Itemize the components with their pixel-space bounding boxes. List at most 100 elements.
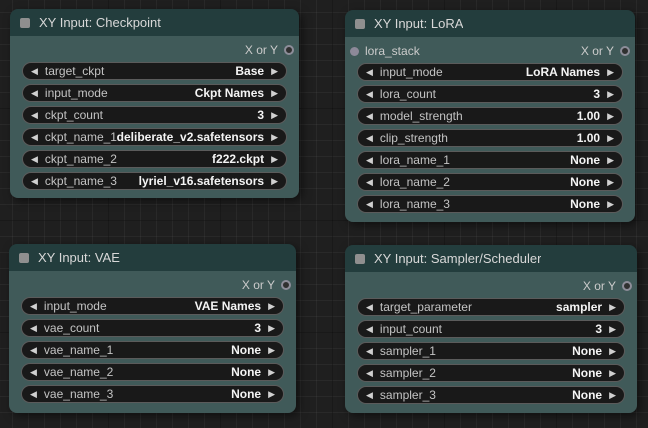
left-arrow-icon[interactable]: ◀ (31, 176, 38, 186)
widget-combo[interactable]: ◀ ckpt_name_3 lyriel_v16.safetensors ▶ (22, 172, 287, 190)
widget-combo[interactable]: ◀ lora_name_3 None ▶ (357, 195, 623, 213)
right-arrow-icon[interactable]: ▶ (607, 155, 614, 165)
widget-label: ckpt_name_1 (44, 130, 117, 144)
widget-combo[interactable]: ◀ ckpt_count 3 ▶ (22, 106, 287, 124)
widget-combo[interactable]: ◀ vae_name_3 None ▶ (21, 385, 284, 403)
widget-combo[interactable]: ◀ sampler_1 None ▶ (357, 342, 625, 360)
node-header[interactable]: XY Input: Sampler/Scheduler (345, 245, 637, 272)
widget-label: sampler_1 (379, 344, 436, 358)
widget-combo[interactable]: ◀ target_parameter sampler ▶ (357, 298, 625, 316)
node-header[interactable]: XY Input: Checkpoint (10, 9, 299, 36)
node-header[interactable]: XY Input: VAE (9, 244, 296, 271)
right-arrow-icon[interactable]: ▶ (609, 302, 616, 312)
right-arrow-icon[interactable]: ▶ (607, 177, 614, 187)
output-slot[interactable]: X or Y (581, 41, 630, 61)
left-arrow-icon[interactable]: ◀ (31, 110, 38, 120)
input-slot-dot-icon[interactable] (350, 46, 359, 56)
widget-value: lyriel_v16.safetensors (138, 174, 265, 188)
left-arrow-icon[interactable]: ◀ (366, 67, 373, 77)
widget-combo[interactable]: ◀ lora_name_2 None ▶ (357, 173, 623, 191)
left-arrow-icon[interactable]: ◀ (366, 177, 373, 187)
left-arrow-icon[interactable]: ◀ (366, 89, 373, 99)
right-arrow-icon[interactable]: ▶ (271, 88, 278, 98)
collapse-box-icon[interactable] (355, 18, 365, 29)
right-arrow-icon[interactable]: ▶ (271, 110, 278, 120)
left-arrow-icon[interactable]: ◀ (31, 154, 38, 164)
widget-combo[interactable]: ◀ target_ckpt Base ▶ (22, 62, 287, 80)
right-arrow-icon[interactable]: ▶ (271, 66, 278, 76)
right-arrow-icon[interactable]: ▶ (607, 89, 614, 99)
right-arrow-icon[interactable]: ▶ (271, 176, 278, 186)
widget-combo[interactable]: ◀ vae_count 3 ▶ (21, 319, 284, 337)
output-slot[interactable]: X or Y (242, 275, 291, 295)
graph-node[interactable]: XY Input: Sampler/Scheduler X or Y ◀ tar… (345, 245, 637, 413)
right-arrow-icon[interactable]: ▶ (268, 367, 275, 377)
right-arrow-icon[interactable]: ▶ (268, 345, 275, 355)
right-arrow-icon[interactable]: ▶ (607, 111, 614, 121)
graph-node[interactable]: XY Input: LoRA lora_stack X or Y ◀ input… (345, 10, 635, 222)
right-arrow-icon[interactable]: ▶ (271, 154, 278, 164)
left-arrow-icon[interactable]: ◀ (31, 66, 38, 76)
left-arrow-icon[interactable]: ◀ (366, 390, 373, 400)
graph-node[interactable]: XY Input: VAE X or Y ◀ input_mode VAE Na… (9, 244, 296, 413)
left-arrow-icon[interactable]: ◀ (366, 346, 373, 356)
output-slot[interactable]: X or Y (583, 276, 632, 296)
output-slot-dot-icon[interactable] (284, 45, 294, 55)
widget-combo[interactable]: ◀ vae_name_1 None ▶ (21, 341, 284, 359)
input-slot[interactable]: lora_stack (350, 41, 420, 61)
right-arrow-icon[interactable]: ▶ (271, 132, 278, 142)
left-arrow-icon[interactable]: ◀ (366, 302, 373, 312)
output-slot-dot-icon[interactable] (620, 46, 630, 56)
left-arrow-icon[interactable]: ◀ (366, 199, 373, 209)
widget-combo[interactable]: ◀ ckpt_name_1 deliberate_v2.safetensors … (22, 128, 287, 146)
right-arrow-icon[interactable]: ▶ (609, 368, 616, 378)
collapse-box-icon[interactable] (20, 17, 30, 28)
right-arrow-icon[interactable]: ▶ (609, 390, 616, 400)
collapse-box-icon[interactable] (355, 253, 365, 264)
left-arrow-icon[interactable]: ◀ (30, 367, 37, 377)
left-arrow-icon[interactable]: ◀ (366, 324, 373, 334)
right-arrow-icon[interactable]: ▶ (607, 67, 614, 77)
right-arrow-icon[interactable]: ▶ (607, 199, 614, 209)
output-slot-dot-icon[interactable] (281, 280, 291, 290)
widget-label: vae_name_2 (43, 365, 114, 379)
right-arrow-icon[interactable]: ▶ (268, 301, 275, 311)
widget-combo[interactable]: ◀ model_strength 1.00 ▶ (357, 107, 623, 125)
right-arrow-icon[interactable]: ▶ (607, 133, 614, 143)
left-arrow-icon[interactable]: ◀ (366, 368, 373, 378)
right-arrow-icon[interactable]: ▶ (268, 323, 275, 333)
widget-combo[interactable]: ◀ sampler_2 None ▶ (357, 364, 625, 382)
widget-combo[interactable]: ◀ sampler_3 None ▶ (357, 386, 625, 404)
widget-combo[interactable]: ◀ input_mode VAE Names ▶ (21, 297, 284, 315)
node-header[interactable]: XY Input: LoRA (345, 10, 635, 37)
graph-node[interactable]: XY Input: Checkpoint X or Y ◀ target_ckp… (10, 9, 299, 198)
left-arrow-icon[interactable]: ◀ (30, 323, 37, 333)
widget-combo[interactable]: ◀ clip_strength 1.00 ▶ (357, 129, 623, 147)
widget-label: target_parameter (379, 300, 472, 314)
left-arrow-icon[interactable]: ◀ (30, 389, 37, 399)
left-arrow-icon[interactable]: ◀ (30, 301, 37, 311)
widget-combo[interactable]: ◀ input_mode Ckpt Names ▶ (22, 84, 287, 102)
collapse-box-icon[interactable] (19, 252, 29, 263)
widget-combo[interactable]: ◀ input_mode LoRA Names ▶ (357, 63, 623, 81)
widget-value: None (572, 366, 603, 380)
left-arrow-icon[interactable]: ◀ (31, 88, 38, 98)
widget-combo[interactable]: ◀ ckpt_name_2 f222.ckpt ▶ (22, 150, 287, 168)
widget-combo[interactable]: ◀ input_count 3 ▶ (357, 320, 625, 338)
output-slot-dot-icon[interactable] (622, 281, 632, 291)
widget-combo[interactable]: ◀ vae_name_2 None ▶ (21, 363, 284, 381)
widget-label: input_mode (379, 65, 443, 79)
widget-combo[interactable]: ◀ lora_name_1 None ▶ (357, 151, 623, 169)
left-arrow-icon[interactable]: ◀ (366, 133, 373, 143)
left-arrow-icon[interactable]: ◀ (366, 111, 373, 121)
widget-combo[interactable]: ◀ lora_count 3 ▶ (357, 85, 623, 103)
left-arrow-icon[interactable]: ◀ (31, 132, 38, 142)
slot-row: X or Y (345, 276, 637, 296)
output-slot[interactable]: X or Y (245, 40, 294, 60)
right-arrow-icon[interactable]: ▶ (268, 389, 275, 399)
left-arrow-icon[interactable]: ◀ (30, 345, 37, 355)
right-arrow-icon[interactable]: ▶ (609, 346, 616, 356)
right-arrow-icon[interactable]: ▶ (609, 324, 616, 334)
left-arrow-icon[interactable]: ◀ (366, 155, 373, 165)
